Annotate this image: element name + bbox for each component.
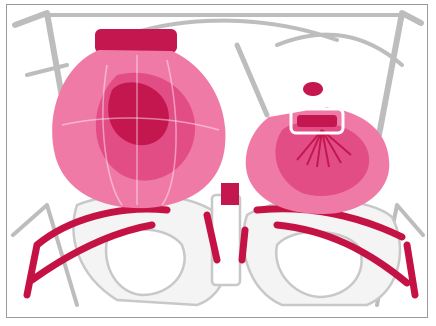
driver-airbag-cap bbox=[95, 29, 177, 53]
driver-airbag bbox=[52, 29, 239, 208]
figure-border bbox=[6, 4, 428, 318]
passenger-airbag-top-nub bbox=[303, 82, 323, 96]
dash-left bbox=[27, 65, 67, 75]
driver-airbag-stem bbox=[221, 183, 239, 205]
windshield-pillar-right bbox=[379, 13, 421, 135]
belt-left-outer bbox=[27, 245, 37, 295]
steering-column bbox=[237, 45, 267, 115]
belt-right-outer bbox=[407, 245, 415, 295]
center-console bbox=[212, 195, 240, 285]
belt-right-inner bbox=[242, 230, 245, 260]
passenger-airbag bbox=[246, 82, 390, 214]
passenger-airbag-module bbox=[297, 115, 337, 127]
airbag-illustration bbox=[7, 5, 428, 318]
dash-right bbox=[277, 35, 402, 65]
